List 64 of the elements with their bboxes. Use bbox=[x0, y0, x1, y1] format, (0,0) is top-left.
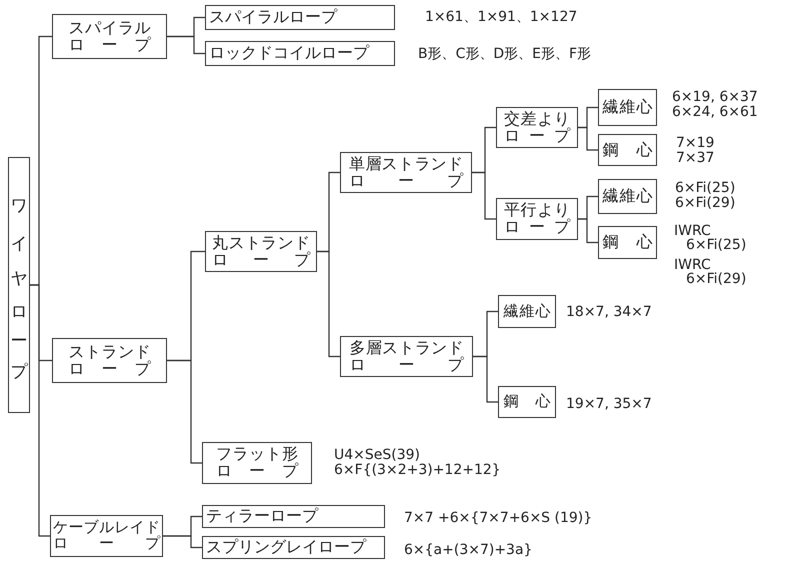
connector-line bbox=[317, 250, 340, 358]
connector-line bbox=[578, 218, 598, 244]
category-label: 鋼心 bbox=[602, 234, 652, 251]
category-box bbox=[8, 157, 30, 413]
category-box bbox=[205, 231, 317, 272]
category-box bbox=[52, 338, 167, 383]
category-box bbox=[496, 107, 578, 148]
category-box bbox=[598, 179, 657, 214]
category-box bbox=[205, 41, 395, 66]
connector-line bbox=[472, 172, 496, 220]
category-box bbox=[340, 336, 473, 377]
category-box bbox=[52, 14, 167, 59]
connector-line bbox=[473, 356, 498, 403]
connector-line bbox=[167, 360, 202, 464]
category-label: ティラーロープ bbox=[206, 508, 318, 525]
rope-spec-text: 7×37 bbox=[676, 151, 714, 165]
category-label: スプリングレイロープ bbox=[206, 539, 366, 556]
category-label: 多層ストランドロープ bbox=[350, 340, 464, 374]
category-label: ロックドコイルロープ bbox=[209, 45, 369, 62]
category-label: ワイヤロープ bbox=[8, 186, 30, 384]
category-label: 繊維心 bbox=[602, 99, 652, 116]
rope-spec-text: U4×SeS(39) bbox=[334, 448, 420, 462]
rope-spec-text: 6×Fi(29) bbox=[675, 196, 736, 210]
rope-spec-text: B形、C形、D形、E形、F形 bbox=[418, 47, 592, 61]
category-label: ケーブルレイドロープ bbox=[53, 520, 160, 552]
rope-spec-text: 18×7, 34×7 bbox=[566, 305, 652, 319]
category-label: フラット形ロープ bbox=[216, 446, 298, 480]
category-label: 繊維心 bbox=[602, 188, 652, 205]
rope-spec-text: IWRC 6×Fi(25) bbox=[674, 224, 748, 252]
category-box bbox=[598, 89, 657, 126]
category-box bbox=[202, 442, 312, 484]
category-box bbox=[496, 198, 578, 240]
category-box bbox=[202, 505, 385, 528]
category-box bbox=[205, 5, 395, 30]
category-label: 交差よりロープ bbox=[504, 110, 570, 144]
rope-spec-text: 6×24, 6×61 bbox=[672, 105, 758, 119]
category-box bbox=[598, 226, 657, 259]
rope-spec-text: 6×F{(3×2+3)+12+12} bbox=[334, 463, 501, 477]
category-label: ストランドロープ bbox=[68, 344, 150, 378]
rope-spec-text: 6×Fi(25) bbox=[675, 181, 736, 195]
connector-line bbox=[30, 284, 50, 537]
category-label: スパイラルロープ bbox=[209, 9, 337, 26]
category-box bbox=[498, 386, 556, 418]
rope-spec-text: 7×7 +6×{7×7+6×S (19)} bbox=[404, 511, 592, 525]
category-box bbox=[202, 536, 385, 559]
rope-spec-text: 19×7, 35×7 bbox=[566, 397, 652, 411]
rope-spec-text: 1×61、1×91、1×127 bbox=[425, 10, 578, 24]
category-box bbox=[598, 134, 657, 166]
category-label: 単層ストランドロープ bbox=[349, 156, 463, 190]
connector-line bbox=[167, 36, 205, 54]
rope-spec-text: 6×{a+(3×7)+3a} bbox=[404, 543, 532, 557]
category-label: 鋼心 bbox=[504, 394, 550, 410]
category-label: 平行よりロープ bbox=[504, 202, 570, 236]
category-label: 鋼心 bbox=[602, 142, 652, 158]
rope-spec-text: 6×19, 6×37 bbox=[672, 90, 758, 104]
category-label: 繊維心 bbox=[504, 304, 550, 320]
category-box bbox=[498, 295, 556, 328]
connector-line bbox=[163, 535, 202, 548]
category-label: スパイラルロープ bbox=[68, 20, 150, 54]
category-label: 丸ストランドロープ bbox=[212, 234, 310, 268]
connector-line bbox=[578, 126, 598, 151]
rope-spec-text: IWRC 6×Fi(29) bbox=[674, 258, 748, 286]
rope-spec-text: 7×19 bbox=[676, 136, 714, 150]
category-box bbox=[340, 152, 472, 193]
